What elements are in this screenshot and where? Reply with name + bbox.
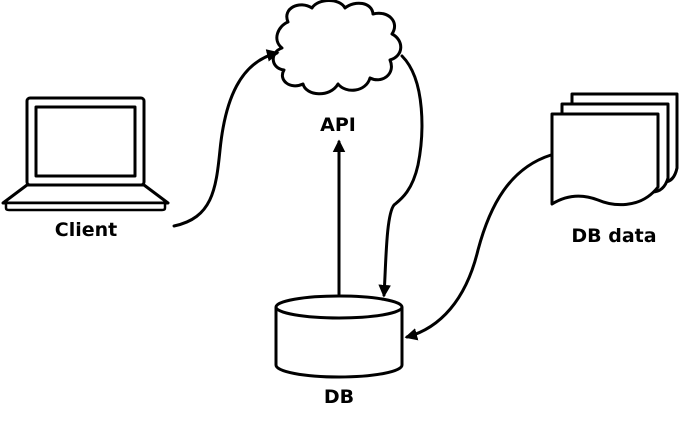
db-label: DB xyxy=(324,386,354,408)
arrow-api-to-db xyxy=(378,54,424,298)
database-icon xyxy=(274,294,404,379)
cloud-icon xyxy=(271,0,403,96)
arrow-client-to-api xyxy=(172,49,280,228)
arrow-dbdata-to-db xyxy=(404,153,553,341)
laptop-icon xyxy=(1,96,170,212)
client-label: Client xyxy=(55,219,117,241)
documents-icon xyxy=(550,92,679,207)
db-data-label: DB data xyxy=(571,225,656,247)
api-label: API xyxy=(320,114,356,136)
